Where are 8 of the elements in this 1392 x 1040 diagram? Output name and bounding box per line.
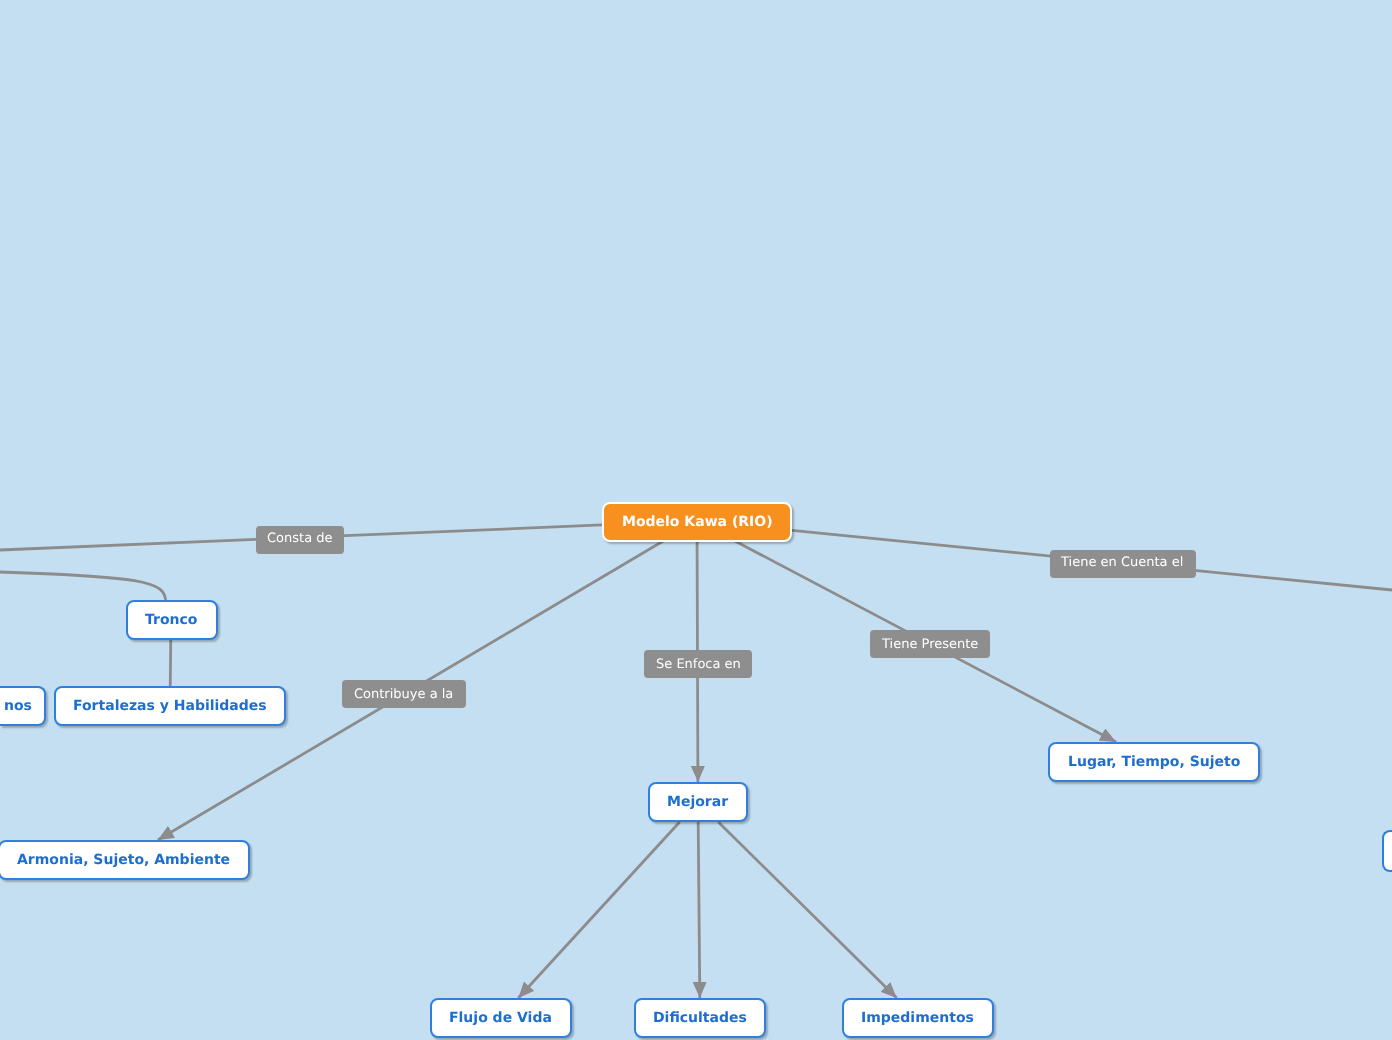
arrow [517, 821, 681, 999]
arrow [717, 821, 898, 999]
topic-box [1382, 830, 1392, 872]
arrow [690, 541, 705, 782]
connector-line [0, 570, 168, 601]
connector-line [168, 640, 173, 686]
arrow [157, 539, 664, 842]
arrow [692, 822, 707, 998]
